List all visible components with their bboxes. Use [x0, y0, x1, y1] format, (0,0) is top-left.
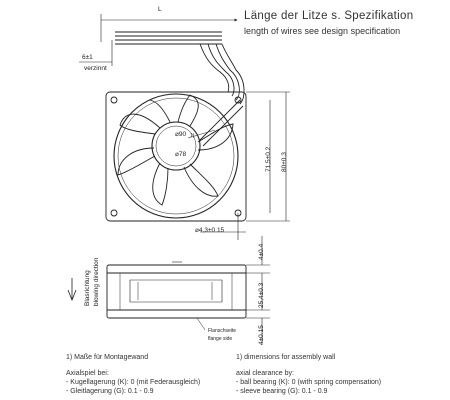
axial-title-en: axial clearance by:: [236, 370, 294, 377]
sleeve-bearing-de: - Gleitlagerung (G): 0.1 - 0.9: [66, 388, 154, 395]
fan-wires: [115, 31, 245, 105]
fan-hub: [151, 121, 201, 171]
dimension-4-bottom-label: 4±0.15: [258, 325, 265, 345]
wire-length-note-en: length of wires see design specification: [244, 26, 401, 36]
diameter-90-label: ⌀90: [175, 131, 187, 138]
mounting-hole: [110, 96, 118, 104]
mounting-hole: [110, 209, 118, 217]
fan-blades: [117, 94, 234, 206]
flange-side-de: Flanschseite: [208, 328, 237, 334]
strip-length-label: 6±1: [82, 54, 93, 61]
axial-title-de: Axialspiel bei:: [66, 370, 109, 377]
dimension-71-5-label: 71,5±0.2: [265, 146, 272, 172]
fan-opening-circle: [113, 93, 239, 219]
hole-diameter-label: ⌀4,3±0.15: [195, 227, 225, 234]
fan-top-view: [79, 14, 290, 240]
sleeve-bearing-en: - sleeve bearing (G): 0.1 - 0.9: [236, 388, 328, 395]
footnote-de: 1) Maße für Montagewand: [66, 354, 149, 361]
fan-side-view: [67, 236, 270, 345]
blowing-direction-de: Blasrichtung: [84, 270, 91, 306]
wire-finish-label: verzinnt: [84, 65, 107, 72]
ball-bearing-de: - Kugellagerung (K): 0 (mit Federausglei…: [66, 379, 201, 386]
footnote-en: 1) dimensions for assembly wall: [236, 354, 336, 361]
side-housing-outline: [106, 264, 247, 319]
flange-side-en: flange side: [208, 336, 233, 342]
wire-length-note-de: Länge der Litze s. Spezifikation: [244, 10, 414, 22]
ball-bearing-en: - ball bearing (K): 0 (with spring compe…: [236, 379, 382, 386]
dimension-25-4-label: 25,4±0.3: [258, 282, 265, 308]
dimension-4-top-label: 4±0.4: [258, 243, 265, 260]
diameter-78-label: ⌀78: [175, 151, 187, 158]
dimension-80-label: 80±0.3: [281, 152, 288, 172]
blowing-direction-en: blowing direction: [93, 257, 100, 306]
length-dimension-label: L: [158, 6, 162, 13]
superscript-1: 1): [190, 133, 195, 139]
fan-housing-outline: [105, 91, 247, 222]
